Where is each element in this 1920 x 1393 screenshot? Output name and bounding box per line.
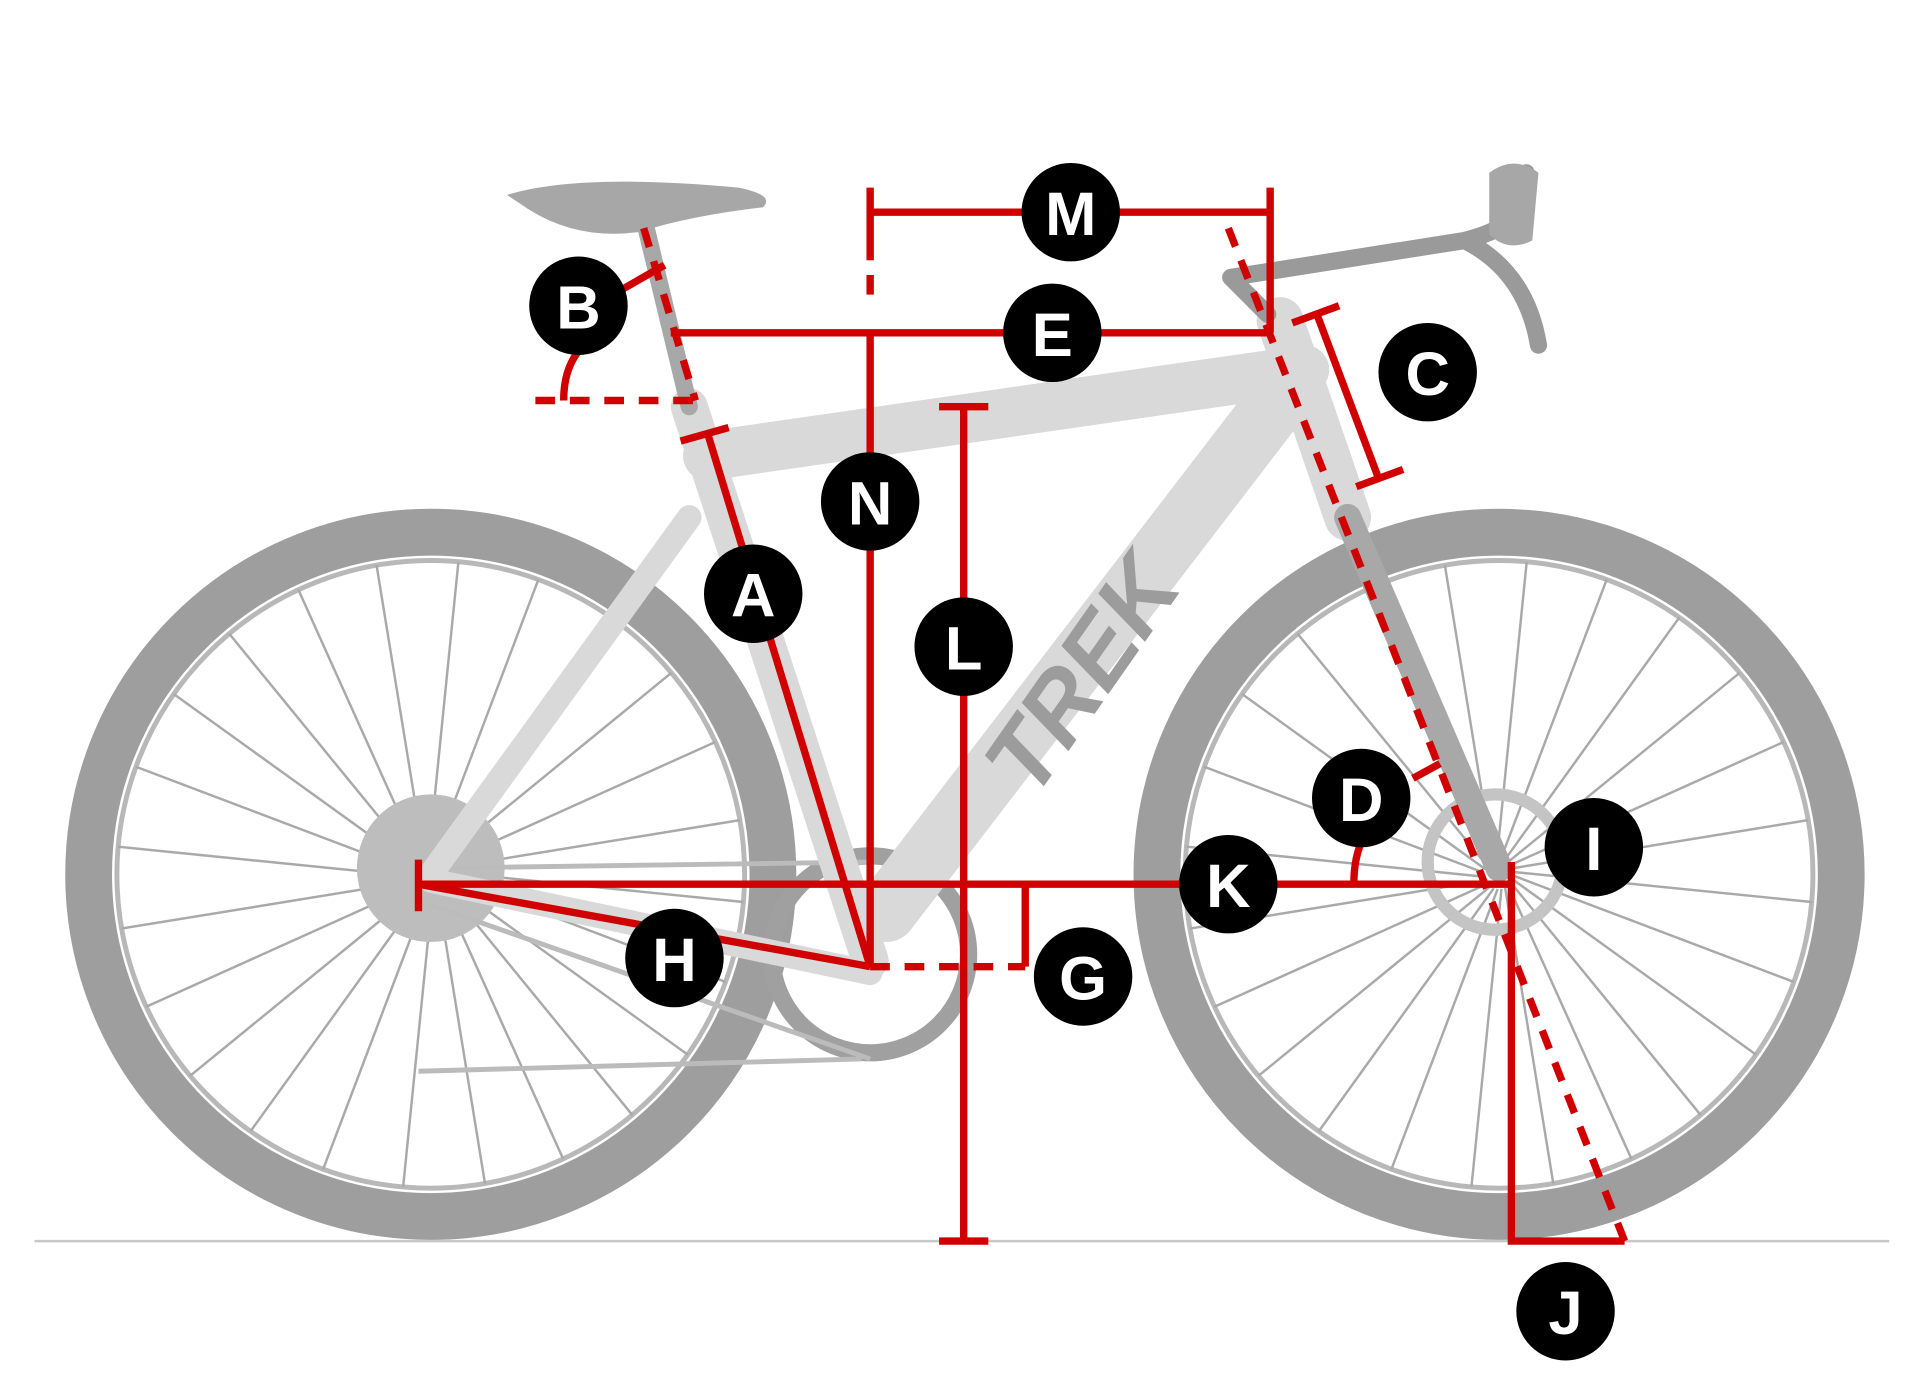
badge-k: K <box>1179 834 1278 934</box>
badge-i: I <box>1544 798 1644 897</box>
spoke <box>1507 885 1633 1160</box>
label-i: I <box>1585 815 1602 884</box>
spoke <box>1390 888 1499 1170</box>
label-d: D <box>1339 766 1383 835</box>
badge-d: D <box>1312 748 1411 848</box>
label-m: M <box>1045 180 1096 249</box>
measurement-labels: M E B C N A L D I K H G J <box>529 162 1644 1361</box>
badge-a: A <box>704 544 803 643</box>
rear-wheel <box>65 508 797 1240</box>
badge-b: B <box>529 256 628 355</box>
spoke <box>1296 632 1489 867</box>
label-j: J <box>1548 1279 1582 1348</box>
label-k: K <box>1206 852 1250 921</box>
badge-e: E <box>1003 283 1102 383</box>
seat-tube-axis <box>640 227 699 402</box>
seat-stay <box>418 505 702 887</box>
top-tube <box>683 345 1330 481</box>
fork <box>1334 503 1513 882</box>
label-h: H <box>652 926 696 995</box>
label-a: A <box>731 562 775 631</box>
badge-j: J <box>1516 1262 1615 1361</box>
badge-l: L <box>914 597 1013 696</box>
spoke <box>1510 882 1702 1116</box>
badge-c: C <box>1378 322 1477 422</box>
spoke <box>1499 579 1608 861</box>
spoke <box>1470 888 1503 1188</box>
label-n: N <box>848 469 892 538</box>
saddle <box>507 181 767 234</box>
label-l: L <box>945 615 983 684</box>
line-i-j-trail <box>1507 862 1625 1245</box>
badge-g: G <box>1033 927 1133 1026</box>
spoke <box>1495 561 1528 860</box>
line-l-standover <box>939 402 989 1245</box>
label-c: C <box>1405 340 1449 409</box>
label-b: B <box>556 274 600 343</box>
label-e: E <box>1032 301 1073 370</box>
measurement-lines <box>414 187 1629 1245</box>
head-tube <box>1256 297 1372 541</box>
seatpost <box>637 219 698 416</box>
badge-m: M <box>1021 162 1120 262</box>
steering-axis <box>1224 226 1629 1243</box>
brake-lever <box>1489 163 1539 246</box>
spoke <box>1512 878 1757 1056</box>
line-a-seat-tube <box>679 424 874 968</box>
badge-h: H <box>625 908 724 1008</box>
label-g: G <box>1059 944 1107 1013</box>
line-c-head-tube <box>1291 302 1405 491</box>
spoke <box>1506 671 1741 864</box>
down-tube <box>855 351 1324 943</box>
spoke <box>1503 616 1681 862</box>
badge-n: N <box>820 452 920 551</box>
